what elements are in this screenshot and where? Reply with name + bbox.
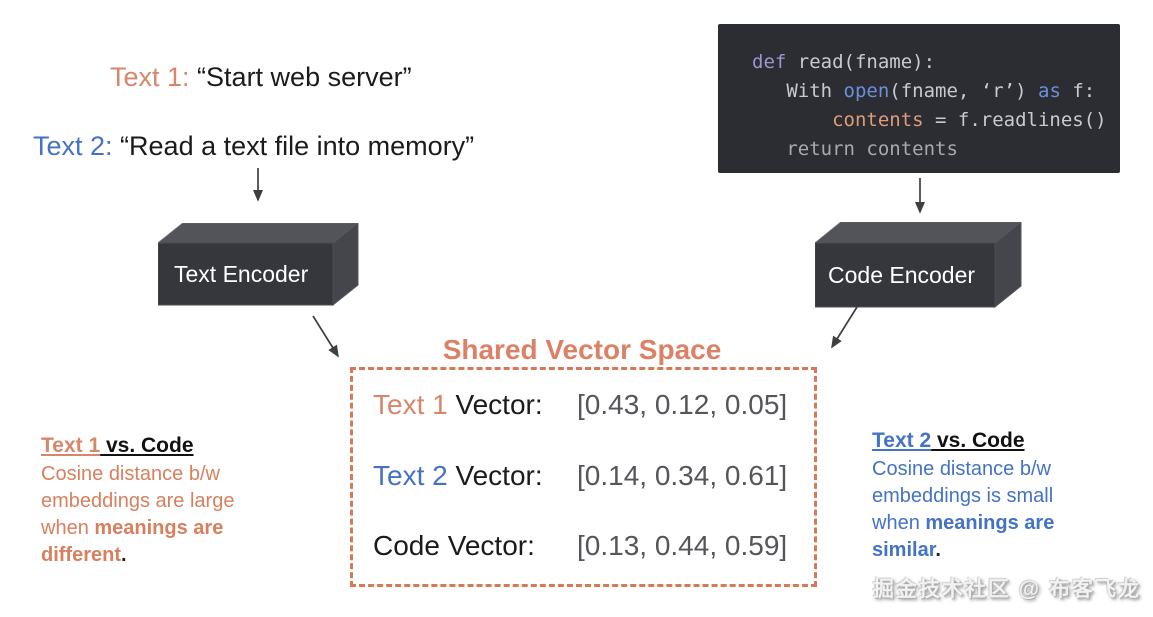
note-line: embeddings is small [872,485,1054,507]
arrow-down-text-icon [252,168,264,202]
shared-vector-space-title: Shared Vector Space [442,334,722,365]
box-front-face [158,242,334,306]
vector-name: Text 1 [373,389,448,420]
text-encoder-box: Text Encoder [158,223,359,307]
code-line-3: contents = f.readlines() [752,109,1107,131]
arrow-down-code-icon [914,178,926,214]
text1-quote: “Start web server” [189,62,412,92]
shared-vector-space-box [350,367,817,587]
vector-name: Text 2 [373,460,448,491]
arrow-diagonal-code-icon [831,306,858,349]
box-front-face [815,242,996,308]
text2-label: Text 2: [33,131,113,161]
note-line: when meanings are [41,517,224,539]
code-snippet-block: def read(fname): With open(fname, ‘r’) a… [718,24,1120,173]
note-text1-vs-code: Text 1 vs. Code Cosine distance b/w embe… [41,432,291,569]
text2-sample: Text 2: “Read a text file into memory” [33,131,474,162]
note-title: Text 1 vs. Code [41,434,194,457]
watermark-text: 掘金技术社区 @ 布客飞龙 [872,578,1141,601]
code-line-2: With open(fname, ‘r’) as f: [752,80,1096,102]
code-line-4: return contents [752,138,958,160]
text1-sample: Text 1: “Start web server” [110,62,412,93]
vector-values: [0.13, 0.44, 0.59] [577,530,788,561]
note-line: different. [41,544,127,566]
text-encoder-label: Text Encoder [174,261,309,287]
vector-suffix: Vector: [447,389,543,420]
vector-values: [0.14, 0.34, 0.61] [577,460,788,491]
code-encoder-box: Code Encoder [815,222,1022,309]
vector-suffix: Vector: [447,460,543,491]
vector-values: [0.43, 0.12, 0.05] [577,389,788,420]
code-line-1: def read(fname): [752,51,936,73]
note-line: Cosine distance b/w [41,463,220,485]
note-line: embeddings are large [41,490,235,512]
note-line: Cosine distance b/w [872,458,1051,480]
note-line: when meanings are [872,512,1055,534]
text1-label: Text 1: [110,62,190,92]
vector-row-text2: Text 2 Vector: [0.14, 0.34, 0.61] [373,460,787,492]
note-text2-vs-code: Text 2 vs. Code Cosine distance b/w embe… [872,427,1142,564]
arrow-diagonal-text-icon [312,315,339,358]
box-top-face [815,222,1022,244]
vector-row-text1: Text 1 Vector: [0.43, 0.12, 0.05] [373,389,787,421]
note-line: similar. [872,539,941,561]
text2-quote: “Read a text file into memory” [112,131,475,161]
box-top-face [158,223,359,244]
vector-suffix: Code Vector: [373,530,535,561]
code-encoder-label: Code Encoder [828,262,975,288]
note-title: Text 2 vs. Code [872,429,1025,452]
vector-row-code: Code Vector: [0.13, 0.44, 0.59] [373,530,787,562]
